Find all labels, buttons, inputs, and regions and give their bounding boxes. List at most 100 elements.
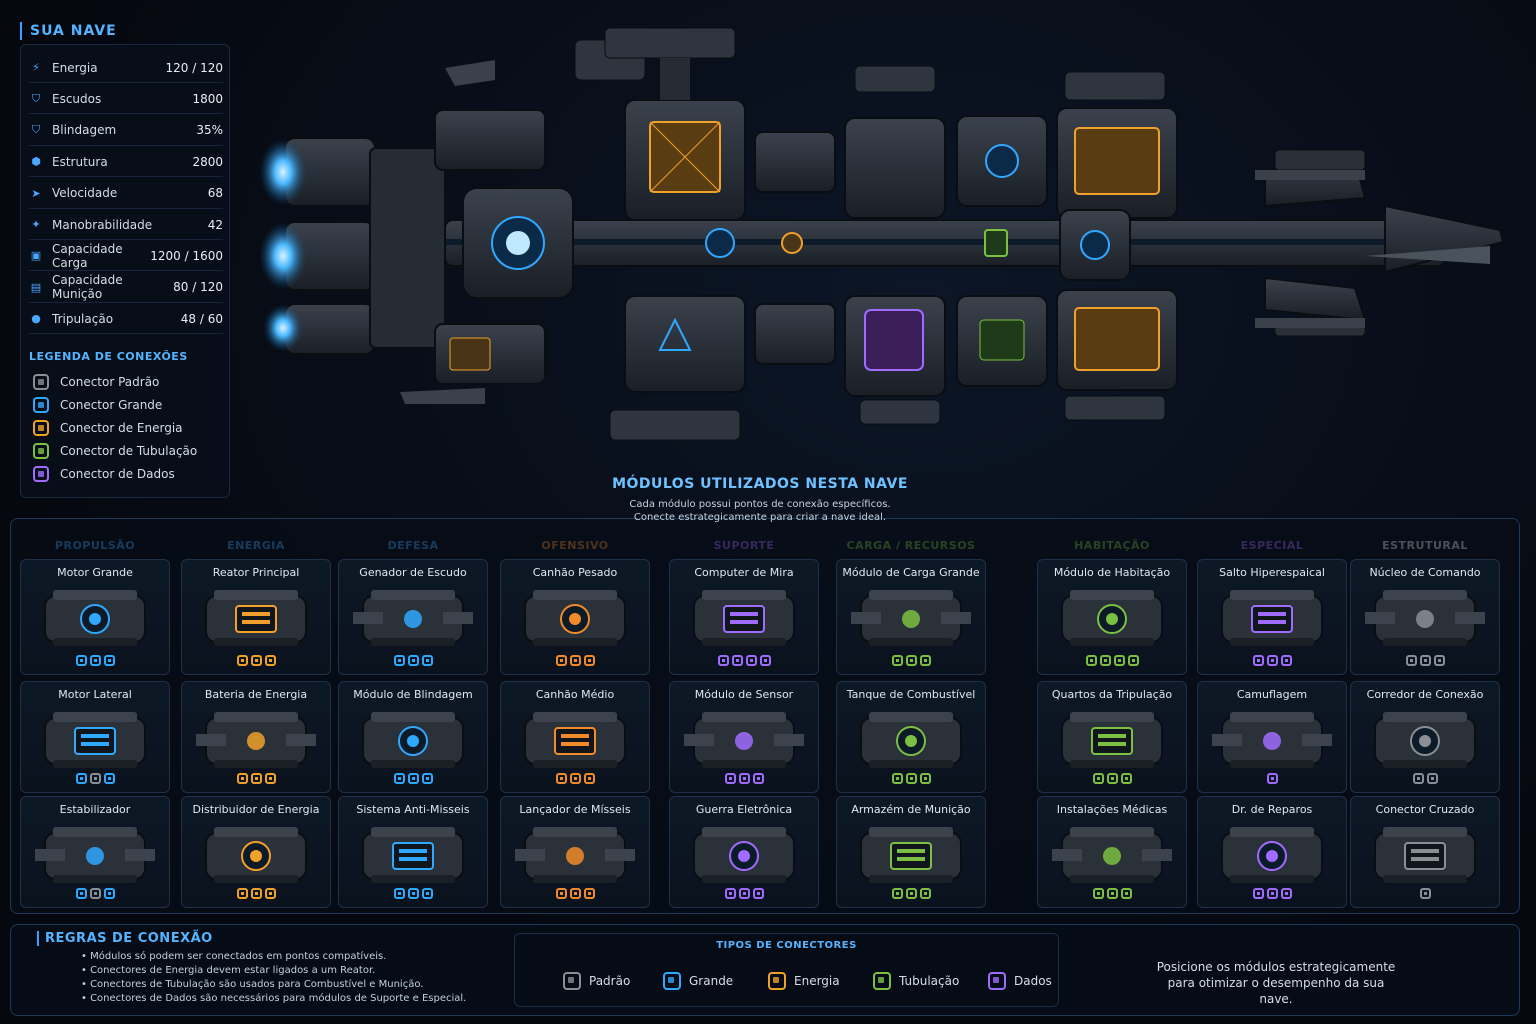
- connector-icon: [103, 773, 115, 784]
- connector-icon: [731, 655, 743, 666]
- armor-icon: ⛉: [31, 123, 41, 137]
- module-card[interactable]: Conector Cruzado: [1350, 796, 1500, 908]
- module-card[interactable]: Módulo de Sensor: [669, 681, 819, 793]
- module-card[interactable]: Guerra Eletrônica: [669, 796, 819, 908]
- module-name: Salto Hiperespaical: [1219, 566, 1325, 579]
- connector-type: Dados: [988, 972, 1052, 990]
- module-card[interactable]: Estabilizador: [20, 796, 170, 908]
- ship-schematic[interactable]: [245, 20, 1515, 465]
- module-card[interactable]: Quartos da Tripulação: [1037, 681, 1187, 793]
- module-card[interactable]: Genador de Escudo: [338, 559, 488, 675]
- connector-square-icon: [768, 972, 786, 990]
- module-card[interactable]: Módulo de Carga Grande: [836, 559, 986, 675]
- module-card[interactable]: Sistema Anti-Misseis: [338, 796, 488, 908]
- module-card[interactable]: Computer de Mira: [669, 559, 819, 675]
- module-card[interactable]: Salto Hiperespaical: [1197, 559, 1347, 675]
- module-card[interactable]: Canhão Pesado: [500, 559, 650, 675]
- module-card[interactable]: Lançador de Mísseis: [500, 796, 650, 908]
- module-name: Bateria de Energia: [204, 688, 308, 701]
- connector-icon: [919, 888, 931, 899]
- module-card[interactable]: Núcleo de Comando: [1350, 559, 1500, 675]
- legend-item: Conector de Tubulação: [33, 441, 197, 461]
- legend-label: Conector de Tubulação: [60, 444, 198, 458]
- connector-icon: [738, 888, 750, 899]
- engine-bottom: [263, 303, 376, 355]
- engine-top: [259, 137, 376, 207]
- module-card[interactable]: Reator Principal: [181, 559, 331, 675]
- stat-value: 80 / 120: [173, 280, 223, 295]
- module-card[interactable]: Módulo de Habitação: [1037, 559, 1187, 675]
- module-connectors: [21, 888, 169, 899]
- connector-icon: [103, 888, 115, 899]
- connector-icon: [1085, 655, 1097, 666]
- module-illustration: [515, 827, 635, 883]
- stat-value: 42: [207, 217, 223, 232]
- connector-icon: [89, 888, 101, 899]
- stat-label: Tripulação: [52, 311, 114, 326]
- connector-icon: [752, 773, 764, 784]
- module-card[interactable]: Instalações Médicas: [1037, 796, 1187, 908]
- connector-icon: [421, 888, 433, 899]
- connector-square-icon: [33, 397, 49, 413]
- module-connectors: [1351, 655, 1499, 666]
- connector-icon: [717, 655, 729, 666]
- connector-icon: [1433, 655, 1445, 666]
- connector-type: Energia: [768, 972, 840, 990]
- module-connectors: [837, 773, 985, 784]
- module-card[interactable]: Motor Lateral: [20, 681, 170, 793]
- module-illustration: [693, 827, 795, 883]
- connector-icon: [1280, 888, 1292, 899]
- module-card[interactable]: Módulo de Blindagem: [338, 681, 488, 793]
- connector-icon: [891, 655, 903, 666]
- rule-item: • Conectores de Tubulação são usados par…: [81, 979, 424, 990]
- module-card[interactable]: Distribuidor de Energia: [181, 796, 331, 908]
- modules-subtitle-2: Conecte estrategicamente para criar a na…: [633, 512, 887, 523]
- module-connectors: [501, 655, 649, 666]
- connector-icon: [724, 773, 736, 784]
- connector-square-icon: [988, 972, 1006, 990]
- module-illustration: [205, 590, 307, 646]
- module-card[interactable]: Armazém de Munição: [836, 796, 986, 908]
- connector-icon: [264, 888, 276, 899]
- module-illustration: [35, 827, 155, 883]
- module-name: Canhão Médio: [535, 688, 615, 701]
- module-card[interactable]: Camuflagem: [1197, 681, 1347, 793]
- connector-icon: [1280, 655, 1292, 666]
- connector-icon: [1426, 773, 1438, 784]
- module-name: Sistema Anti-Misseis: [356, 803, 470, 816]
- module-illustration: [684, 712, 804, 768]
- connector-icon: [264, 655, 276, 666]
- module-illustration: [1212, 712, 1332, 768]
- module-connectors: [1198, 888, 1346, 899]
- module-card[interactable]: Corredor de Conexão: [1350, 681, 1500, 793]
- module-card[interactable]: Motor Grande: [20, 559, 170, 675]
- connector-icon: [1266, 655, 1278, 666]
- module-card[interactable]: Dr. de Reparos: [1197, 796, 1347, 908]
- module-name: Lançador de Mísseis: [519, 803, 631, 816]
- module-card[interactable]: Tanque de Combustível: [836, 681, 986, 793]
- connector-icon: [919, 655, 931, 666]
- module-illustration: [205, 827, 307, 883]
- rules-panel: REGRAS DE CONEXÃO • Módulos só podem ser…: [10, 924, 1520, 1016]
- connector-icon: [75, 773, 87, 784]
- module-card[interactable]: Bateria de Energia: [181, 681, 331, 793]
- module-name: Módulo de Carga Grande: [842, 566, 980, 579]
- connector-icon: [738, 773, 750, 784]
- connector-icon: [407, 773, 419, 784]
- module-name: Guerra Eletrônica: [695, 803, 793, 816]
- connector-type-label: Padrão: [589, 974, 631, 988]
- connector-icon: [407, 888, 419, 899]
- module-name: Instalações Médicas: [1056, 803, 1168, 816]
- legend-label: Conector Grande: [60, 398, 163, 412]
- module-connectors: [21, 655, 169, 666]
- structure-icon: ⬢: [31, 155, 41, 169]
- module-name: Computer de Mira: [694, 566, 794, 579]
- module-illustration: [44, 712, 146, 768]
- module-name: Genador de Escudo: [359, 566, 467, 579]
- module-card[interactable]: Canhão Médio: [500, 681, 650, 793]
- module-illustration: [860, 712, 962, 768]
- module-connectors: [670, 773, 818, 784]
- stat-value: 48 / 60: [180, 311, 223, 326]
